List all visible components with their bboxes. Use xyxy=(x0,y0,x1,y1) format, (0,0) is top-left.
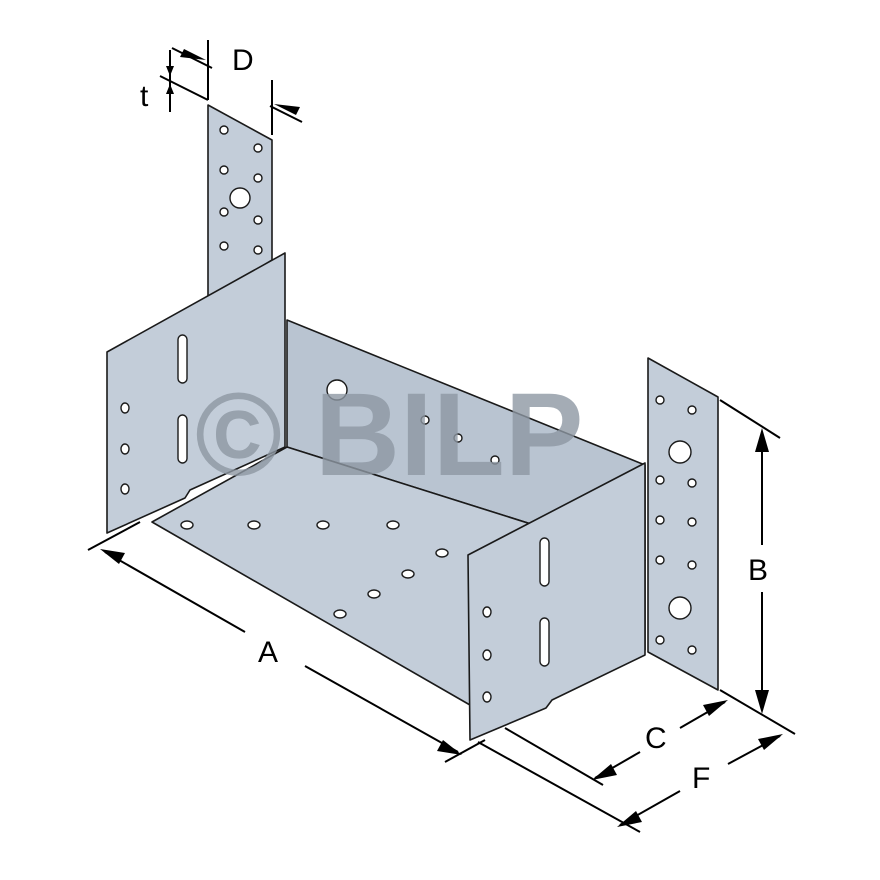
right-flange xyxy=(467,462,646,741)
dimension-label-a: A xyxy=(258,636,278,669)
dimension-label-b: B xyxy=(748,554,768,587)
dimension-label-c: C xyxy=(645,722,667,755)
dimension-label-t: t xyxy=(140,80,149,113)
right-back-tab xyxy=(647,357,719,691)
left-flange xyxy=(106,252,286,534)
dimension-label-f: F xyxy=(692,762,710,795)
dimension-lines xyxy=(87,40,796,833)
watermark: © BILP xyxy=(195,369,584,501)
dimension-label-d: D xyxy=(232,44,254,77)
